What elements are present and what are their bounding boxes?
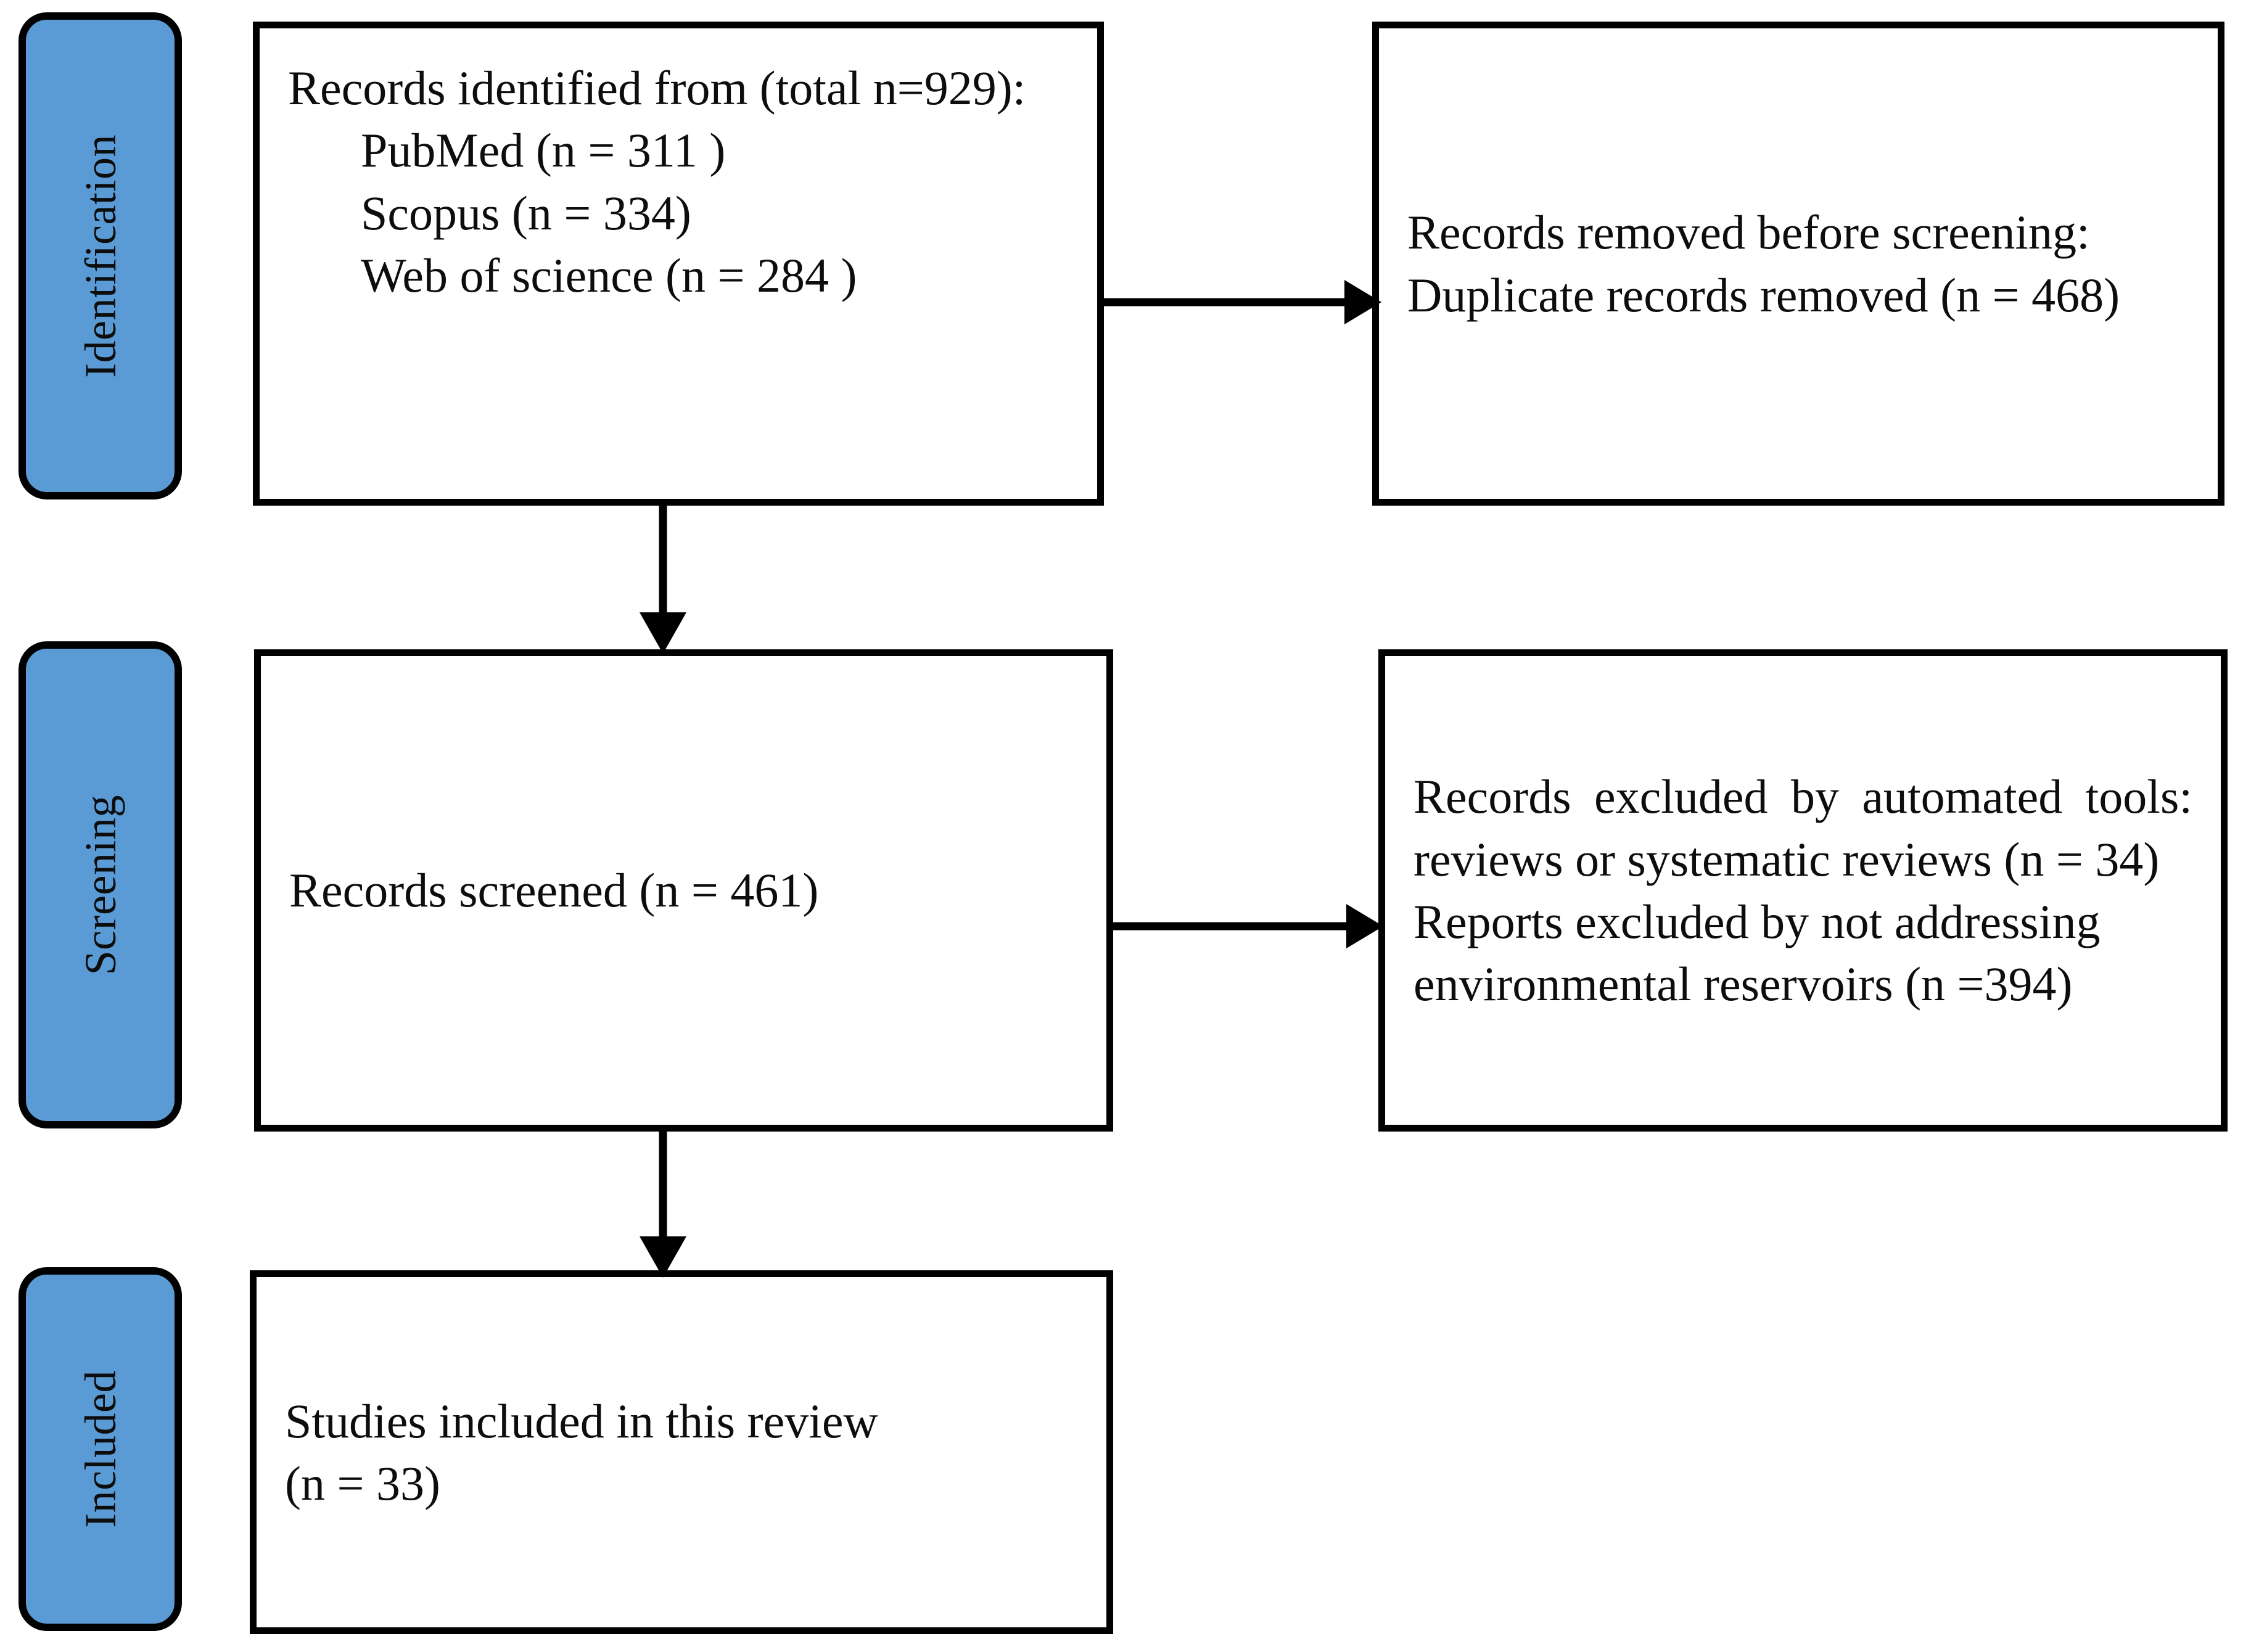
stage-tab-screening: Screening [19,641,182,1128]
records-excluded-automated-tools: Records excluded by automated tools: rev… [1414,770,2192,886]
records-removed-line-2: Duplicate records removed (n = 468) [1407,268,2120,322]
arrow-screened-to-included [626,1130,700,1278]
records-identified-paragraph: Records identified from (total n=929): [288,61,1026,115]
records-identified-text: Records identified from (total n=929): P… [288,57,1069,307]
records-excluded-not-addressing: Reports excluded by not addressing envir… [1414,895,2101,1011]
records-identified-source-scopus: Scopus (n = 334) [361,186,691,240]
records-excluded-text: Records excluded by automated tools: rev… [1414,765,2192,1016]
stage-tab-included-label: Included [75,1370,125,1528]
records-identified-source-pubmed: PubMed (n = 311 ) [361,123,726,178]
stage-tab-identification-label: Identification [75,134,125,378]
stage-tab-screening-label: Screening [75,794,125,976]
box-studies-included: Studies included in this review (n = 33) [250,1270,1113,1634]
arrow-identified-to-screened [626,503,700,654]
records-removed-text: Records removed before screening: Duplic… [1407,201,2189,326]
arrow-identified-to-removed [1103,271,1381,333]
studies-included-text: Studies included in this review (n = 33) [285,1390,1078,1515]
records-identified-source-wos: Web of science (n = 284 ) [361,249,857,303]
box-records-removed-before-screening: Records removed before screening: Duplic… [1372,22,2224,506]
studies-included-line-2: (n = 33) [285,1457,440,1510]
records-screened-text: Records screened (n = 461) [289,859,1078,921]
stage-tab-identification: Identification [19,12,182,499]
records-removed-line-1: Records removed before screening: [1407,205,2090,260]
arrow-screened-to-excluded [1112,895,1383,957]
box-records-excluded: Records excluded by automated tools: rev… [1378,649,2228,1132]
box-records-identified: Records identified from (total n=929): P… [253,22,1104,506]
studies-included-line-1: Studies included in this review [285,1394,878,1448]
box-records-screened: Records screened (n = 461) [254,649,1113,1132]
stage-tab-included: Included [19,1267,182,1631]
records-screened-line: Records screened (n = 461) [289,863,819,918]
